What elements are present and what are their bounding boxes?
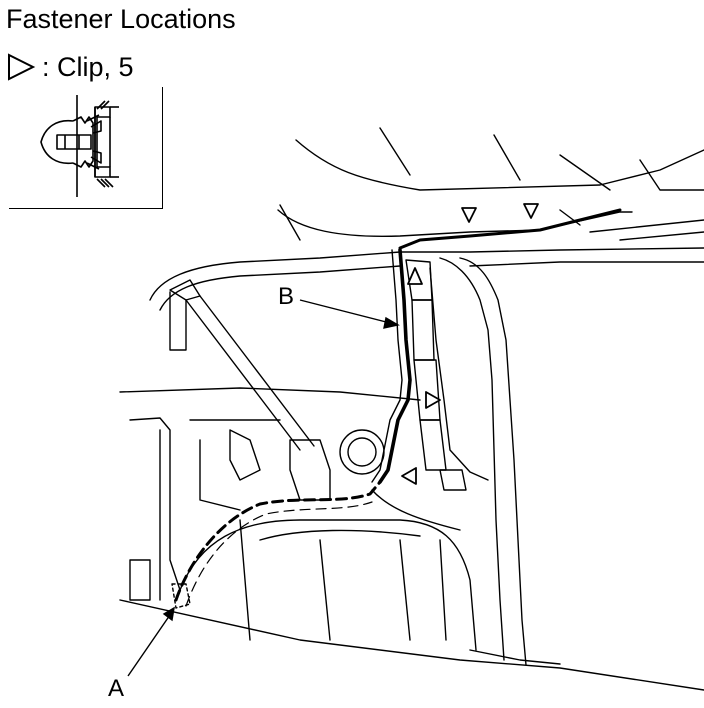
clip-marker-5: [401, 467, 417, 485]
clip-marker-2: [523, 203, 539, 219]
page-title: Fastener Locations: [6, 4, 236, 34]
clip-detail-inset: [9, 87, 163, 209]
clip-marker-1: [461, 207, 477, 223]
callout-b-leader: [299, 299, 395, 325]
clip-marker-4: [425, 391, 441, 409]
clip-detail-drawing: [40, 95, 119, 197]
triangle-clip-icon: [8, 53, 36, 81]
callout-a-leader: [127, 611, 173, 677]
callout-label-a: A: [108, 675, 125, 702]
callout-label-b: B: [278, 283, 295, 310]
legend-label: : Clip, 5: [42, 52, 134, 82]
legend: : Clip, 5: [6, 50, 134, 84]
clip-marker-3: [407, 267, 423, 285]
